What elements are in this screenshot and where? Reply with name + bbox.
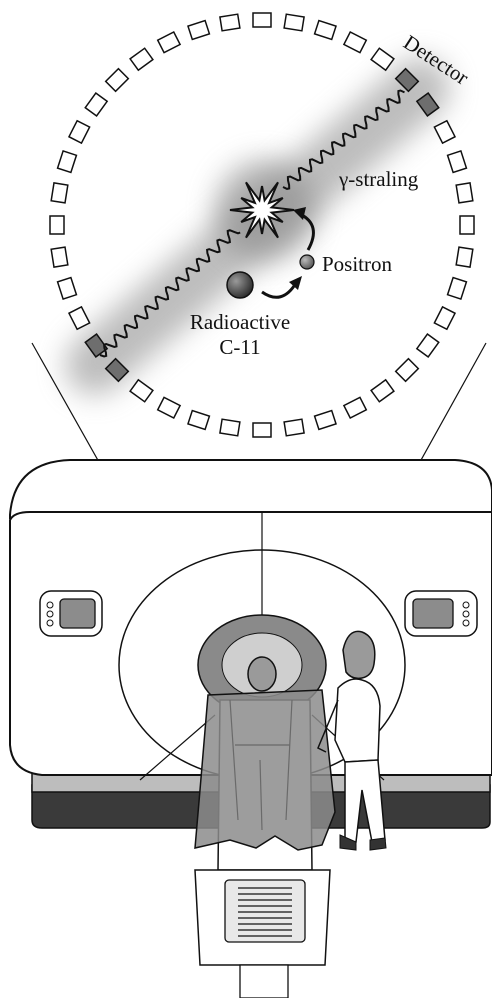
- left-display-panel: [40, 591, 102, 636]
- detector-element: [434, 121, 455, 143]
- detector-element: [58, 278, 77, 299]
- detector-element: [253, 423, 271, 437]
- radioactive-nucleus: [227, 272, 253, 298]
- detector-element: [85, 93, 107, 116]
- detector-element: [417, 334, 439, 357]
- gamma-label: γ-straling: [338, 167, 419, 191]
- detector-element: [106, 69, 129, 92]
- detector-element: [284, 14, 304, 31]
- pet-scanner: [10, 460, 492, 998]
- detector-element: [315, 411, 336, 430]
- detector-element: [315, 21, 336, 40]
- detector-element: [344, 32, 366, 53]
- blanket: [195, 690, 335, 850]
- detector-element: [188, 411, 209, 430]
- detector-element: [130, 380, 153, 402]
- detector-element: [371, 48, 394, 70]
- detector-element: [220, 419, 240, 436]
- detector-element: [51, 247, 68, 267]
- detector-element: [460, 216, 474, 234]
- detector-element: [253, 13, 271, 27]
- detector-element: [58, 151, 77, 172]
- positron-particle: [300, 255, 314, 269]
- detector-element: [448, 151, 467, 172]
- detector-element: [69, 307, 90, 329]
- detector-element: [50, 216, 64, 234]
- right-display-panel: [405, 591, 477, 636]
- detector-element: [448, 278, 467, 299]
- positron-label: Positron: [322, 252, 393, 276]
- detector-element: [371, 380, 394, 402]
- detector-element: [188, 21, 209, 40]
- detector-element: [69, 121, 90, 143]
- scanner-housing-top: [10, 460, 492, 518]
- c11-label: C-11: [219, 335, 260, 359]
- detector-element: [51, 183, 68, 203]
- detector-element: [456, 183, 473, 203]
- detector-element: [456, 247, 473, 267]
- radioactive-label: Radioactive: [190, 310, 290, 334]
- detector-element: [396, 359, 419, 382]
- detector-element: [434, 307, 455, 329]
- detector-element: [284, 419, 304, 436]
- detector-element: [344, 397, 366, 418]
- detector-element: [158, 397, 180, 418]
- detector-element: [130, 48, 153, 70]
- detector-element: [220, 14, 240, 31]
- detector-element: [158, 32, 180, 53]
